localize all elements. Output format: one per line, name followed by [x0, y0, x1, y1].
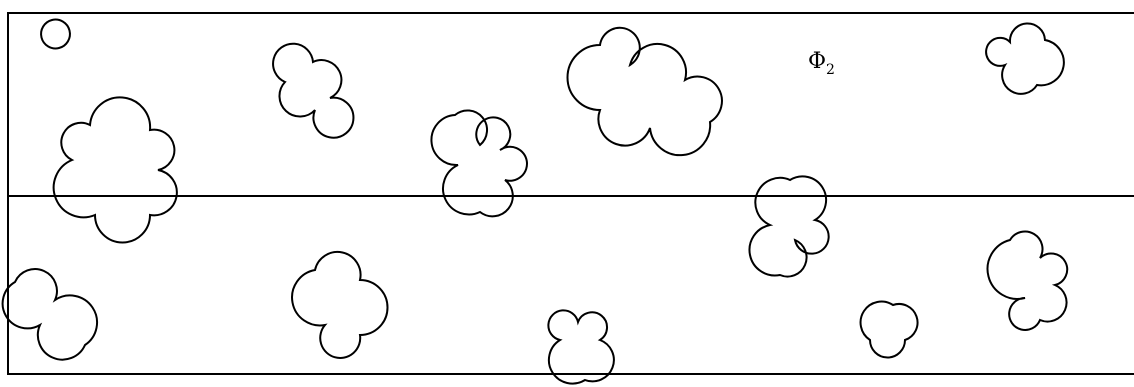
particle-4 — [986, 23, 1064, 93]
particle-8 — [988, 231, 1068, 330]
particle-10 — [292, 252, 387, 358]
particle-1 — [41, 20, 70, 49]
particle-3 — [568, 28, 722, 155]
region-label: Φ2 — [808, 49, 835, 78]
particle-9 — [3, 269, 97, 360]
particle-11 — [548, 310, 613, 383]
particle-12 — [861, 302, 918, 358]
particle-6 — [431, 110, 527, 216]
region-label-symbol: Φ — [808, 49, 826, 74]
particle-7 — [750, 176, 829, 276]
region-label-subscript: 2 — [826, 62, 835, 78]
particle-5 — [54, 97, 177, 242]
particle-2 — [273, 44, 353, 138]
